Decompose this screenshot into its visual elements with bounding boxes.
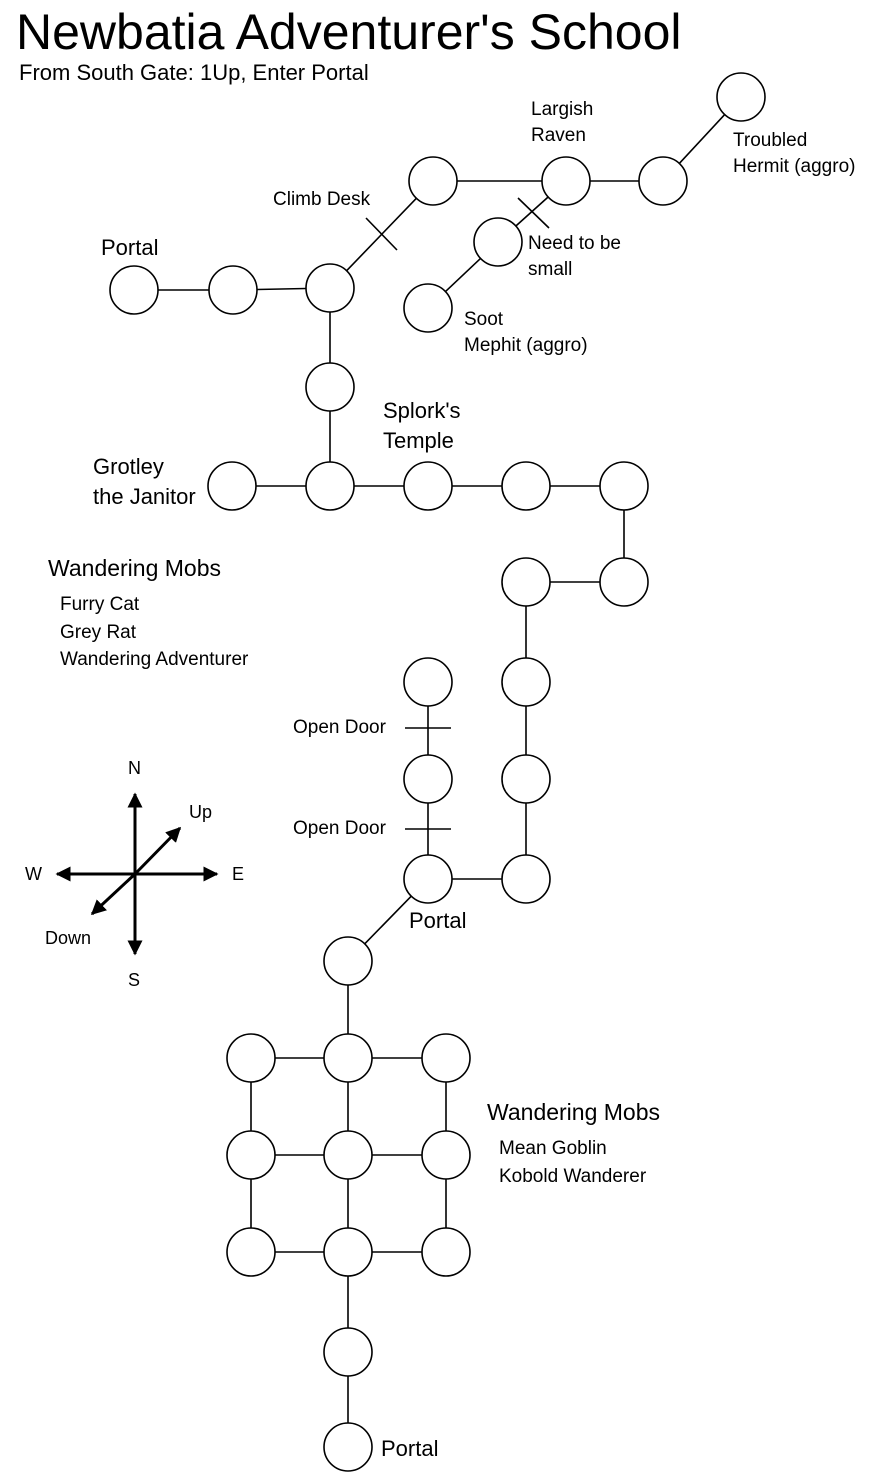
label-portal-top: Portal [101, 235, 159, 260]
compass-label-east: E [232, 864, 245, 884]
label-troubled-hermit: Troubled Hermit (aggro) [733, 128, 855, 180]
label-line: Mephit (aggro) [464, 335, 588, 356]
room-node [541, 156, 591, 206]
compass-label-down: Down [45, 928, 92, 948]
wandering-mobs-list: Mean Goblin Kobold Wanderer [499, 1135, 646, 1190]
room-node [323, 1033, 373, 1083]
label-line: the Janitor [93, 484, 196, 509]
room-node [207, 461, 257, 511]
room-node [501, 557, 551, 607]
label-open-door: Open Door [293, 818, 386, 839]
room-node [421, 1033, 471, 1083]
room-node [305, 461, 355, 511]
mob-item: Mean Goblin [499, 1138, 607, 1159]
room-node [403, 754, 453, 804]
mob-item: Kobold Wanderer [499, 1165, 647, 1187]
label-line: Troubled [733, 130, 808, 151]
label-need-to-be-small: Need to be small [528, 231, 621, 283]
map-title: Newbatia Adventurer's School [16, 4, 682, 60]
label-line: small [528, 259, 573, 280]
room-node [305, 362, 355, 412]
compass-label-up: Up [189, 802, 213, 822]
room-node [403, 657, 453, 707]
room-node [226, 1033, 276, 1083]
room-connections [158, 114, 726, 1423]
room-node [323, 1227, 373, 1277]
room-node [403, 283, 453, 333]
room-node [208, 265, 258, 315]
room-node [323, 1130, 373, 1180]
door-marker [365, 217, 398, 251]
mob-item: Furry Cat [60, 594, 140, 615]
room-connection [444, 257, 482, 293]
label-open-door: Open Door [293, 717, 386, 738]
label-grotley-the-janitor: Grotley the Janitor [93, 452, 196, 512]
room-node [323, 1327, 373, 1377]
mob-item: Wandering Adventurer [60, 649, 249, 670]
room-connection [364, 895, 412, 945]
mob-item: Grey Rat [60, 621, 137, 643]
door-markers [365, 197, 550, 830]
wandering-mobs-heading: Wandering Mobs [48, 555, 222, 581]
room-node [501, 461, 551, 511]
room-node [716, 72, 766, 122]
compass-label-south: S [128, 970, 141, 990]
label-portal-middle: Portal [409, 908, 467, 933]
room-node [226, 1227, 276, 1277]
label-line: Soot [464, 309, 504, 330]
label-line: Raven [531, 125, 586, 146]
room-node [421, 1227, 471, 1277]
label-line: Need to be [528, 233, 621, 254]
compass-label-north: N [128, 758, 141, 778]
room-node [638, 156, 688, 206]
room-node [109, 265, 159, 315]
room-node [473, 217, 523, 267]
compass-rose [55, 792, 219, 956]
label-line: Splork's [383, 398, 461, 423]
compass-down-arrow [90, 872, 137, 916]
room-node [403, 461, 453, 511]
map-subtitle: From South Gate: 1Up, Enter Portal [19, 60, 369, 85]
label-splorks-temple: Splork's Temple [383, 396, 461, 456]
room-node [501, 657, 551, 707]
label-portal-bottom: Portal [381, 1436, 439, 1461]
room-node [226, 1130, 276, 1180]
label-line: Temple [383, 428, 454, 453]
door-marker [517, 197, 550, 229]
room-node [305, 263, 355, 313]
label-climb-desk: Climb Desk [273, 189, 371, 210]
room-node [599, 557, 649, 607]
wandering-mobs-heading: Wandering Mobs [487, 1099, 661, 1125]
room-node [323, 936, 373, 986]
room-node [403, 854, 453, 904]
label-soot-mephit: Soot Mephit (aggro) [464, 307, 588, 359]
room-node [323, 1422, 373, 1472]
wandering-mobs-list: Furry Cat Grey Rat Wandering Adventurer [60, 591, 248, 674]
room-connection [678, 114, 726, 164]
room-connection [256, 287, 307, 291]
compass-up-arrow [133, 826, 182, 876]
room-node [599, 461, 649, 511]
room-node [501, 754, 551, 804]
label-largish-raven: Largish Raven [531, 97, 593, 149]
rooms [109, 72, 766, 1472]
room-node [501, 854, 551, 904]
room-node [421, 1130, 471, 1180]
compass-label-west: W [25, 864, 42, 884]
room-node [408, 156, 458, 206]
label-line: Largish [531, 99, 594, 120]
label-line: Grotley [93, 454, 164, 479]
label-line: Hermit (aggro) [733, 156, 856, 177]
